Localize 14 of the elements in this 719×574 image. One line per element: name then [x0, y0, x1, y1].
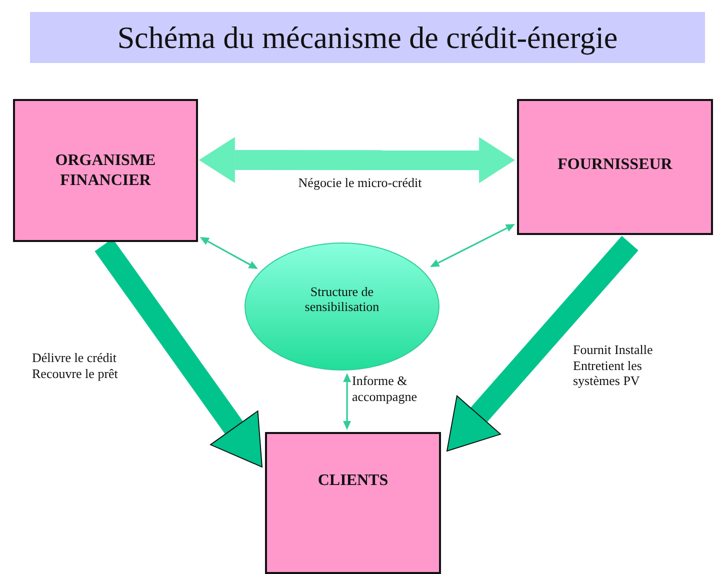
block-arrow [446, 236, 638, 452]
ellipse-node [244, 242, 440, 371]
node-label: Structure de sensibilisation [304, 284, 380, 314]
arrow [200, 237, 258, 269]
block-arrow [198, 137, 516, 184]
process-box [517, 99, 713, 235]
arrow [430, 224, 516, 268]
node-heading: FOURNISSEUR [558, 155, 672, 175]
node-heading: ORGANISME FINANCIER [54, 151, 157, 190]
node-heading: CLIENTS [318, 471, 388, 491]
title-banner: Schéma du mécanisme de crédit-énergie [30, 12, 705, 63]
process-box [265, 432, 441, 574]
process-box [13, 99, 198, 242]
arrow [343, 373, 352, 430]
